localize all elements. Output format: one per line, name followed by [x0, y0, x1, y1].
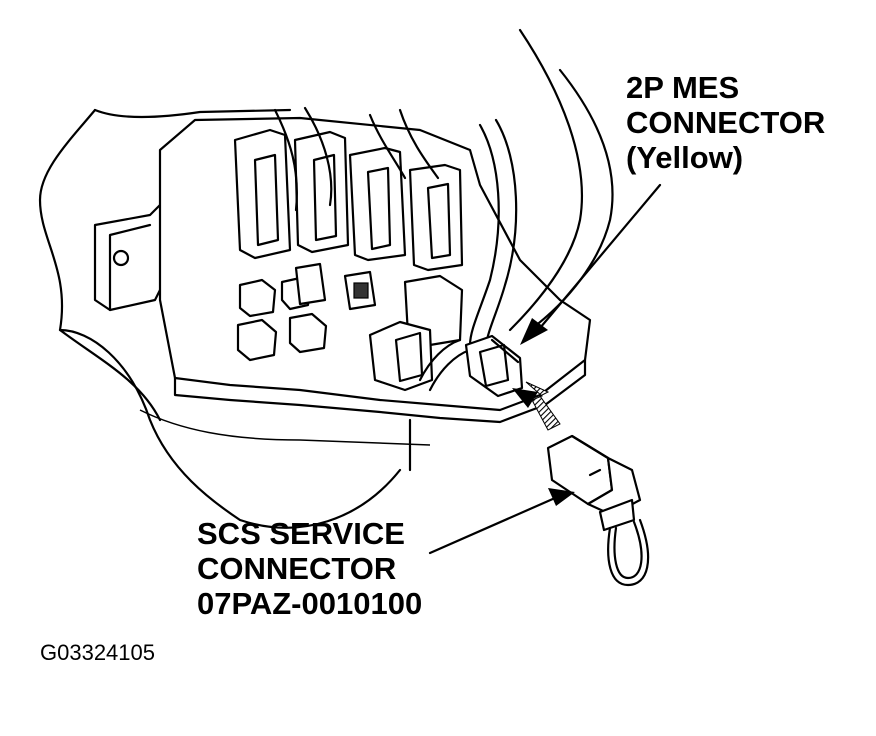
mes-label-line-3: (Yellow) [626, 140, 744, 175]
wire-harness [273, 28, 614, 472]
scs-label-line-1: SCS SERVICE [197, 516, 405, 551]
scs-label-line-2: CONNECTOR [197, 551, 397, 586]
figure-id: G03324105 [40, 640, 155, 665]
mes-connector-part [464, 334, 524, 398]
mes-label-line-2: CONNECTOR [626, 105, 826, 140]
mes-connector-label: 2P MES CONNECTOR (Yellow) [626, 70, 825, 175]
scs-callout-arrow [428, 488, 575, 555]
fuse-relay-box [158, 116, 592, 424]
mes-callout-arrow [520, 183, 662, 345]
mes-label-line-1: 2P MES [626, 70, 740, 105]
scs-label-line-3: 07PAZ-0010100 [197, 586, 423, 621]
insert-direction-arrow [512, 381, 561, 431]
dashboard-panel [38, 108, 431, 529]
scs-connector-label: SCS SERVICE CONNECTOR 07PAZ-0010100 [197, 516, 422, 621]
scs-service-connector-part [546, 434, 650, 587]
